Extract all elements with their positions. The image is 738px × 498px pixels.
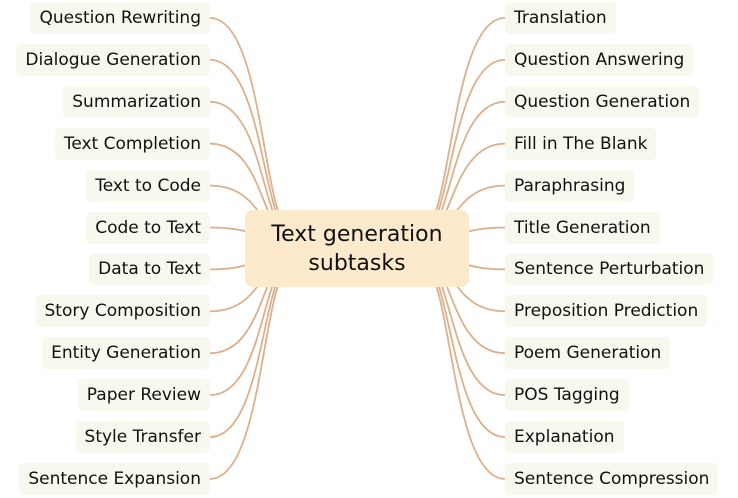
central-topic: Text generation subtasks xyxy=(245,210,469,287)
subtask-explanation: Explanation xyxy=(505,421,624,453)
connector-dialogue-generation xyxy=(209,59,293,235)
subtask-paraphrasing: Paraphrasing xyxy=(505,169,635,202)
subtask-data-to-text: Data to Text xyxy=(89,253,210,286)
subtask-code-to-text: Code to Text xyxy=(86,211,210,244)
connector-sentence-expansion xyxy=(209,264,293,480)
subtask-sentence-compression: Sentence Compression xyxy=(505,462,719,495)
subtask-text-completion: Text Completion xyxy=(54,127,210,160)
subtask-question-answering: Question Answering xyxy=(505,43,694,76)
central-topic-line-2: subtasks xyxy=(308,250,406,276)
subtask-sentence-expansion: Sentence Expansion xyxy=(19,462,210,495)
central-topic-line-1: Text generation xyxy=(271,221,443,247)
subtask-sentence-perturbation: Sentence Perturbation xyxy=(505,253,714,286)
connector-question-rewriting xyxy=(209,17,293,232)
connector-explanation xyxy=(421,261,506,438)
connector-question-answering xyxy=(421,59,506,235)
subtask-dialogue-generation: Dialogue Generation xyxy=(16,43,210,76)
subtask-preposition-prediction: Preposition Prediction xyxy=(505,295,708,328)
subtask-paper-review: Paper Review xyxy=(77,379,210,412)
subtask-question-rewriting: Question Rewriting xyxy=(30,2,210,34)
subtask-translation: Translation xyxy=(505,2,616,34)
subtask-story-composition: Story Composition xyxy=(35,295,210,328)
connector-translation xyxy=(421,17,506,232)
subtask-question-generation: Question Generation xyxy=(505,85,700,118)
subtask-entity-generation: Entity Generation xyxy=(42,337,210,370)
subtask-pos-tagging: POS Tagging xyxy=(505,379,629,412)
connector-style-transfer xyxy=(209,261,293,438)
subtask-poem-generation: Poem Generation xyxy=(505,337,671,370)
subtask-style-transfer: Style Transfer xyxy=(75,421,210,453)
subtask-fill-in-the-blank: Fill in The Blank xyxy=(505,127,657,160)
subtask-title-generation: Title Generation xyxy=(505,211,660,244)
subtask-summarization: Summarization xyxy=(63,85,210,118)
connector-sentence-compression xyxy=(421,264,506,480)
subtask-text-to-code: Text to Code xyxy=(86,169,210,202)
